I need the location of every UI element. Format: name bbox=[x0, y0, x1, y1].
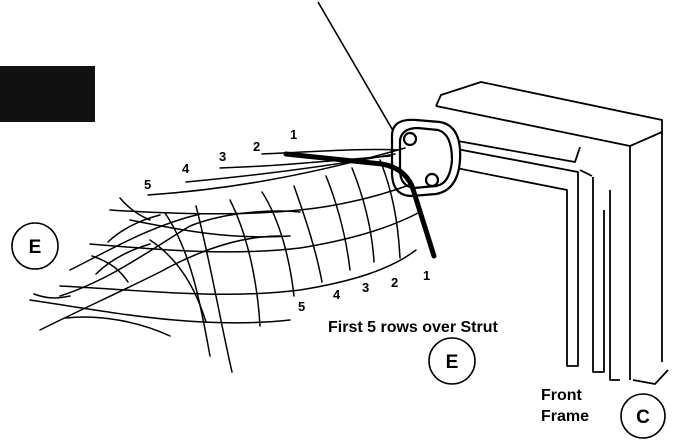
marker-strap-bottom-label: E bbox=[446, 352, 459, 373]
marker-strap-left: E bbox=[11, 222, 59, 270]
marker-frame: C bbox=[620, 393, 666, 439]
front-frame-label-line1: Front bbox=[541, 387, 583, 404]
page-tab bbox=[0, 66, 95, 122]
row-number-top-3: 3 bbox=[219, 149, 226, 164]
caption: First 5 rows over Strut bbox=[328, 319, 498, 336]
strap-web bbox=[29, 147, 421, 373]
front-frame bbox=[435, 81, 669, 385]
row-number-bottom-5: 5 bbox=[298, 299, 305, 314]
row-numbers-bottom: 1 2 3 4 5 bbox=[298, 268, 430, 314]
row-number-top-2: 2 bbox=[253, 139, 260, 154]
strut-bracket bbox=[390, 118, 462, 198]
row-number-top-4: 4 bbox=[182, 161, 190, 176]
row-number-bottom-2: 2 bbox=[391, 275, 398, 290]
marker-strap-bottom: E bbox=[428, 337, 476, 385]
row-number-top-5: 5 bbox=[144, 177, 151, 192]
marker-strap-left-label: E bbox=[29, 237, 42, 258]
row-number-top-1: 1 bbox=[290, 127, 297, 142]
marker-frame-label: C bbox=[636, 407, 650, 428]
row-number-bottom-4: 4 bbox=[333, 287, 341, 302]
front-frame-label-line2: Frame bbox=[541, 408, 589, 425]
pointer-line bbox=[317, 1, 403, 147]
row-numbers-top: 1 2 3 4 5 bbox=[144, 127, 297, 192]
row-number-bottom-1: 1 bbox=[423, 268, 430, 283]
strut-line bbox=[283, 151, 437, 259]
row-number-bottom-3: 3 bbox=[362, 280, 369, 295]
